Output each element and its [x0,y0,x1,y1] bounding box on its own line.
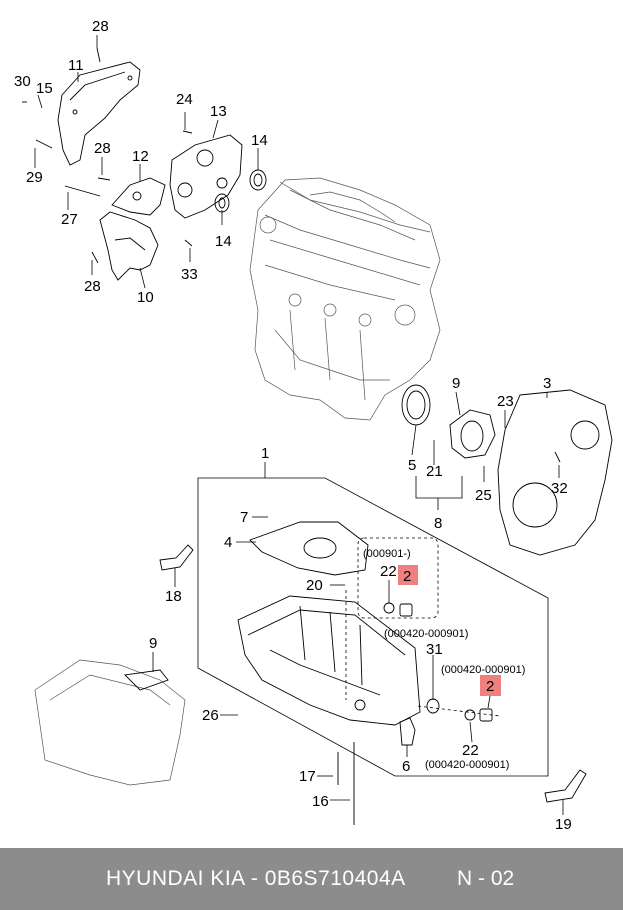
production-codes: (000901-) (000420-000901) (000420-000901… [363,548,525,771]
callout-9: 9 [149,635,157,652]
callout-1: 1 [261,445,269,462]
callout-4: 4 [224,534,232,551]
callout-28: 28 [92,18,109,35]
callout-11: 11 [68,57,84,74]
callout-17: 17 [299,768,316,785]
leader-lines [34,35,564,815]
code-label: (000420-000901) [425,759,509,771]
oil-pan [237,595,421,726]
callout-7: 7 [240,509,248,526]
callout-14: 14 [251,132,268,149]
callout-labels: 28 11 30 15 29 28 12 24 13 14 27 14 33 2… [14,18,572,833]
code-label: (000420-000901) [384,628,468,640]
engine-block [249,177,441,421]
part-number-text: HYUNDAI KIA - 0B6S710404A [106,867,406,890]
callout-9: 9 [452,375,460,392]
oil-seal-rings [214,169,267,213]
seal-retainer [449,409,496,459]
callout-24: 24 [176,91,193,108]
rear-plate [497,389,613,556]
callout-18: 18 [165,588,182,605]
code-label: (000420-000901) [441,664,525,676]
small-bolts [22,47,193,264]
oil-level-dipstick-guide [337,590,355,825]
callout-5: 5 [408,457,416,474]
highlight-part-2-box-a [398,565,418,585]
callout-21: 21 [426,463,443,480]
callout-22: 22 [380,563,397,580]
callout-28: 28 [94,140,111,157]
bearing-caps [159,544,587,803]
callout-3: 3 [543,375,551,392]
page-number-text: N - 02 [457,867,515,890]
callout-14: 14 [215,233,232,250]
oil-pressure-part [399,717,416,746]
callout-6: 6 [402,758,410,775]
callout-31: 31 [426,641,443,658]
callout-26: 26 [202,707,219,724]
lower-crankcase-ghost [34,659,186,786]
callout-2-highlighted: 2 [486,678,494,695]
callout-23: 23 [497,393,514,410]
callout-10: 10 [137,289,154,306]
callout-30: 30 [14,73,31,90]
callout-29: 29 [26,169,43,186]
footer-bar: HYUNDAI KIA - 0B6S710404A N - 02 [0,848,623,910]
callout-33: 33 [181,266,198,283]
callout-27: 27 [61,211,78,228]
baffle-plate [249,521,369,576]
exploded-parts-diagram: 28 11 30 15 29 28 12 24 13 14 27 14 33 2… [14,18,613,833]
timing-cover-upper [57,61,141,166]
callout-20: 20 [306,577,323,594]
callout-16: 16 [312,793,329,810]
callout-8: 8 [434,515,442,532]
drain-plugs [383,602,501,722]
callout-32: 32 [551,480,568,497]
timing-cover-lower [99,211,159,281]
callout-28: 28 [84,278,101,295]
oil-pan-group-frame [197,462,549,777]
drain-plug-detail-box [357,537,439,619]
callout-25: 25 [475,487,492,504]
timing-belt-cover-seal-housing [169,134,243,219]
rear-oil-seal [401,384,431,426]
callout-15: 15 [36,80,53,97]
callout-13: 13 [210,103,227,120]
callout-19: 19 [555,816,572,833]
callout-2-highlighted: 2 [403,568,411,585]
code-label: (000901-) [363,548,411,560]
callout-22: 22 [462,742,479,759]
timing-cover-middle [111,177,166,216]
highlight-part-2-box-b [480,675,501,696]
callout-12: 12 [132,148,149,165]
